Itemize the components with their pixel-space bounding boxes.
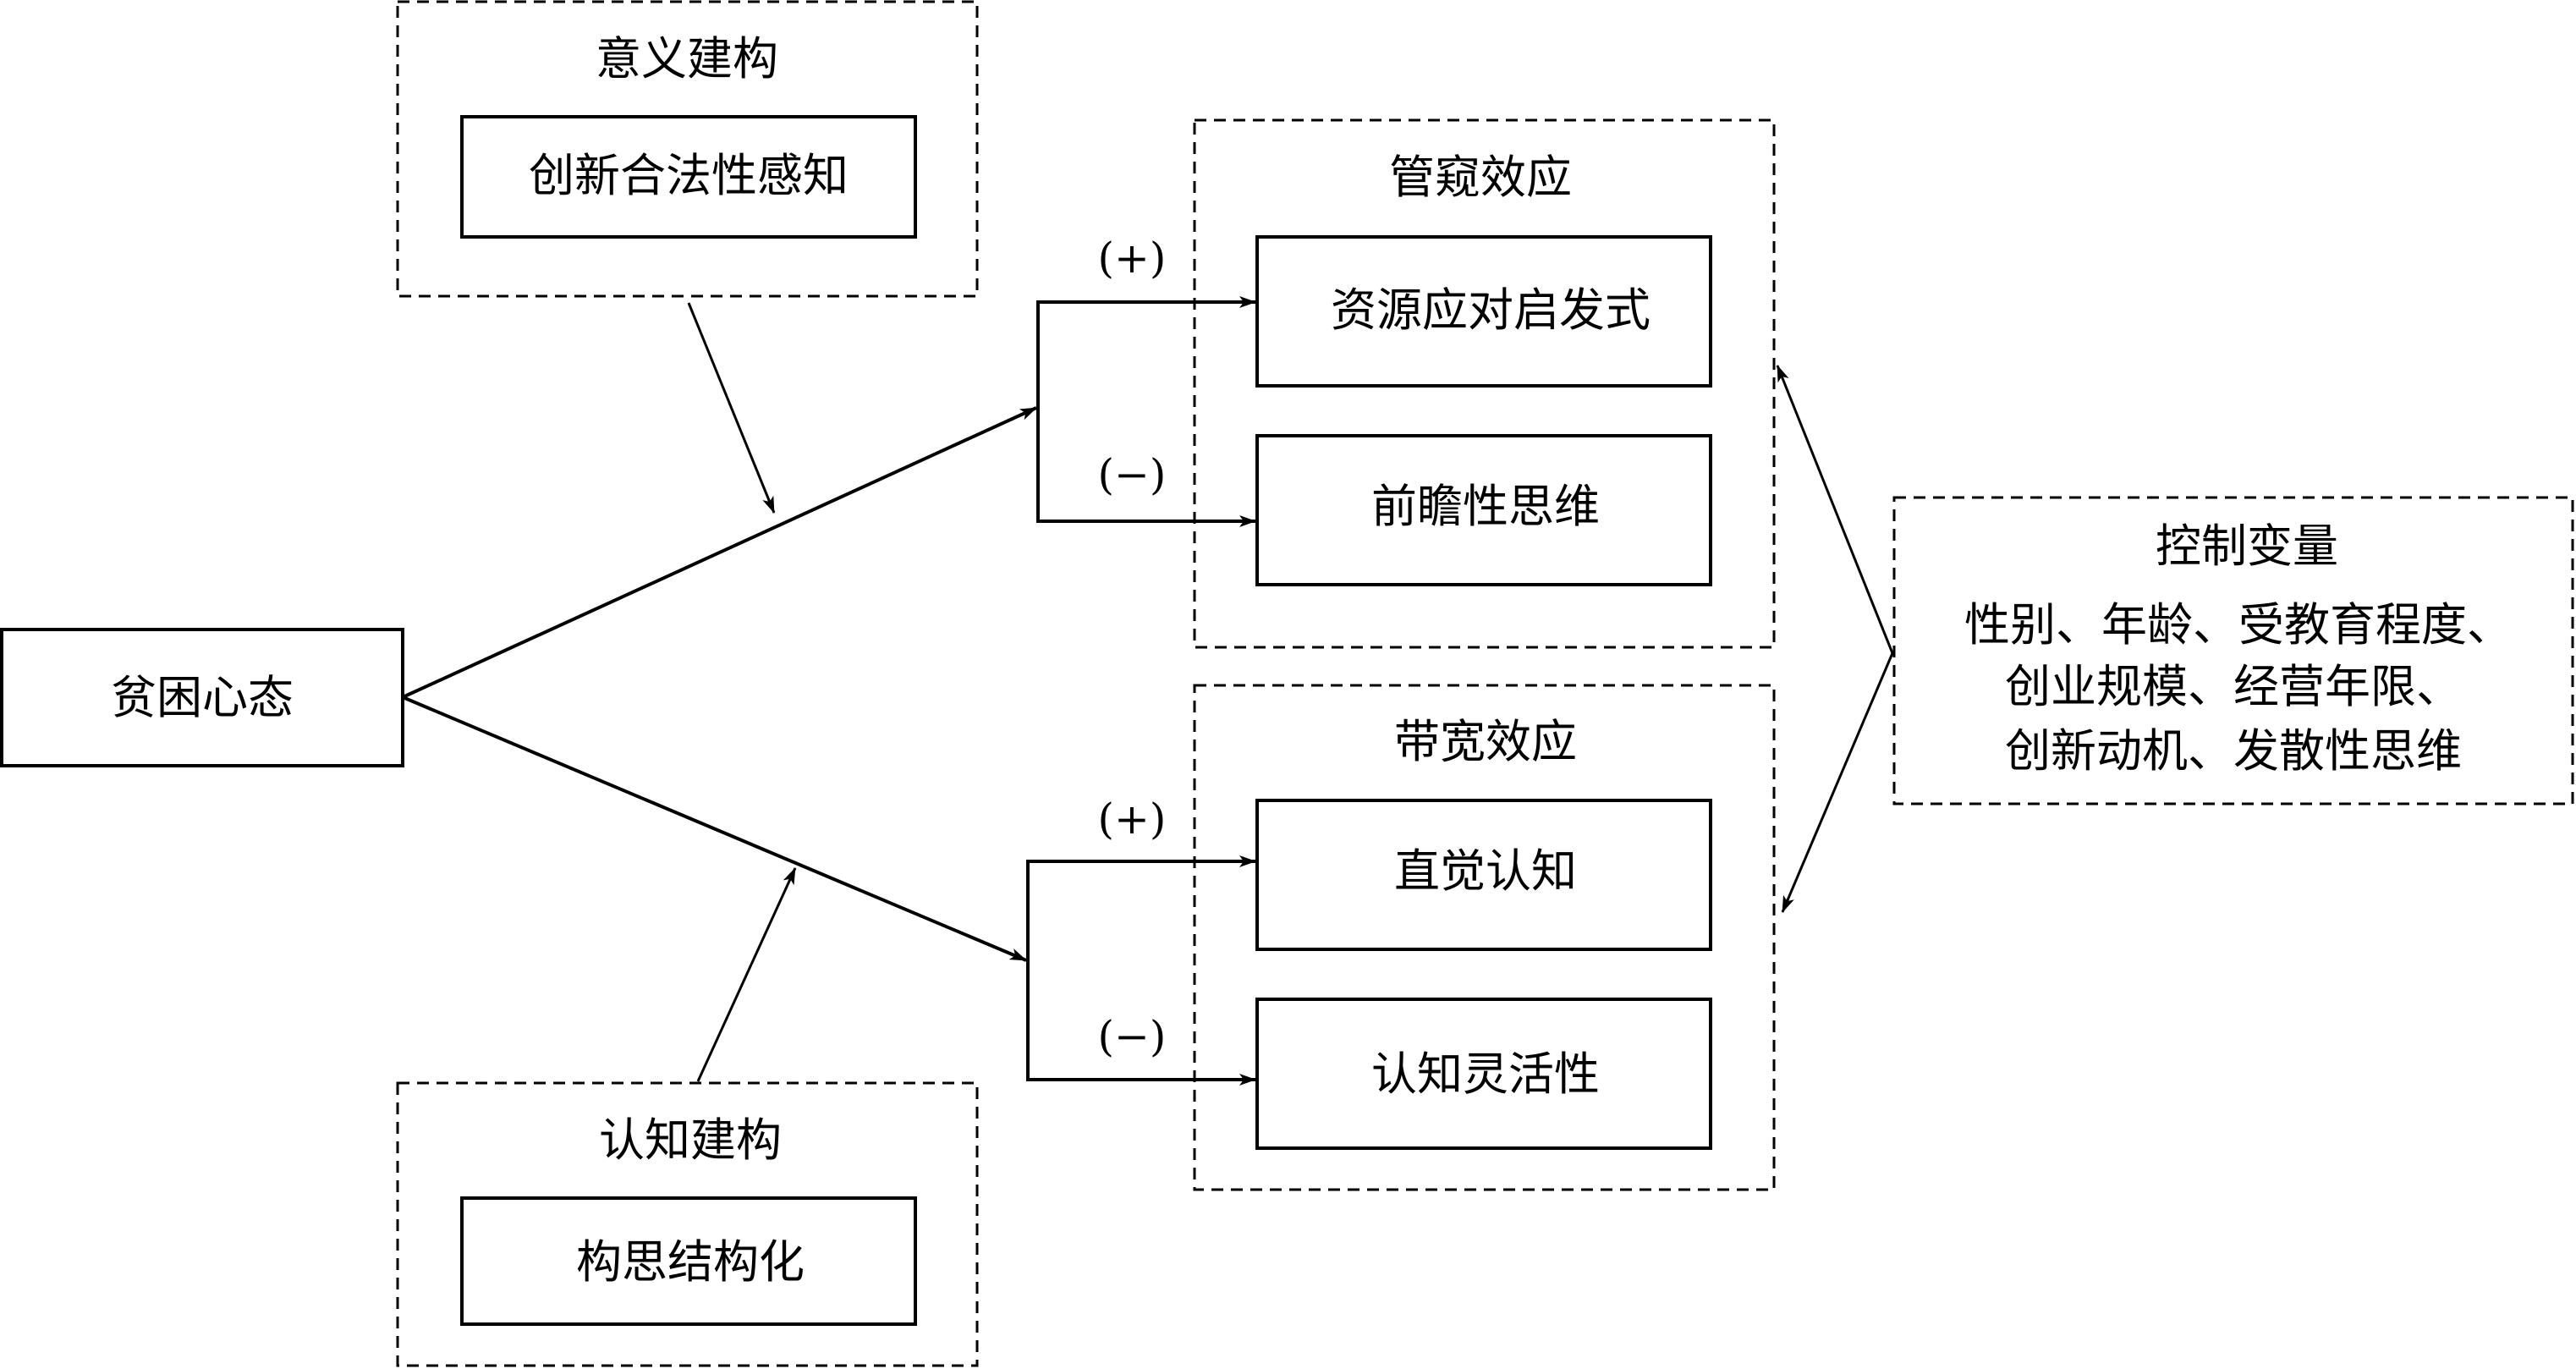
arrow-meaning-moderation [687,302,776,514]
arrow-poverty-to-bandwidth [402,695,1027,962]
sign-positive-tunneling: (+) [1098,234,1167,283]
arrow-control-to-bandwidth [1781,652,1894,913]
control-variables-line-3: 创新动机、发散性思维 [2005,724,2462,778]
arrow-control-to-tunneling [1776,365,1894,654]
ideation-structuring-label: 构思结构化 [576,1235,805,1289]
control-variables-line-2: 创业规模、经营年限、 [2005,660,2462,713]
resource-heuristic-label: 资源应对启发式 [1331,283,1651,337]
branch-bandwidth: (+) (−) [1026,794,1256,1086]
meaning-construction-title: 意义建构 [596,32,778,85]
group-cognitive-construction: 认知建构 构思结构化 [396,1081,979,1367]
prospective-thinking-label: 前瞻性思维 [1371,480,1600,533]
sign-negative-tunneling: (−) [1098,450,1167,499]
innovation-legitimacy-label: 创新合法性感知 [529,149,849,202]
group-meaning-construction: 意义建构 创新合法性感知 [396,0,979,298]
cognitive-construction-title: 认知建构 [599,1113,782,1167]
poverty-mindset-label: 贫困心态 [111,671,294,724]
group-bandwidth-effect: 带宽效应 直觉认知 认知灵活性 [1193,684,1776,1191]
arrow-cognitive-moderation [696,867,797,1082]
cognitive-flexibility-label: 认知灵活性 [1371,1047,1600,1101]
intuitive-cognition-label: 直觉认知 [1394,844,1577,898]
branch-tunneling: (+) (−) [1036,234,1256,527]
control-variables-title: 控制变量 [2156,520,2338,573]
bandwidth-effect-title: 带宽效应 [1394,715,1577,768]
group-control-variables: 控制变量 性别、年龄、受教育程度、 创业规模、经营年限、 创新动机、发散性思维 [1892,496,2574,805]
node-poverty-mindset: 贫困心态 [0,628,404,767]
tunneling-effect-title: 管窥效应 [1389,151,1572,204]
sign-negative-bandwidth: (−) [1098,1012,1167,1061]
arrow-poverty-to-tunneling [402,406,1037,699]
sign-positive-bandwidth: (+) [1098,794,1167,844]
group-tunneling-effect: 管窥效应 资源应对启发式 前瞻性思维 [1193,118,1776,649]
control-variables-line-1: 性别、年龄、受教育程度、 [1964,598,2513,652]
